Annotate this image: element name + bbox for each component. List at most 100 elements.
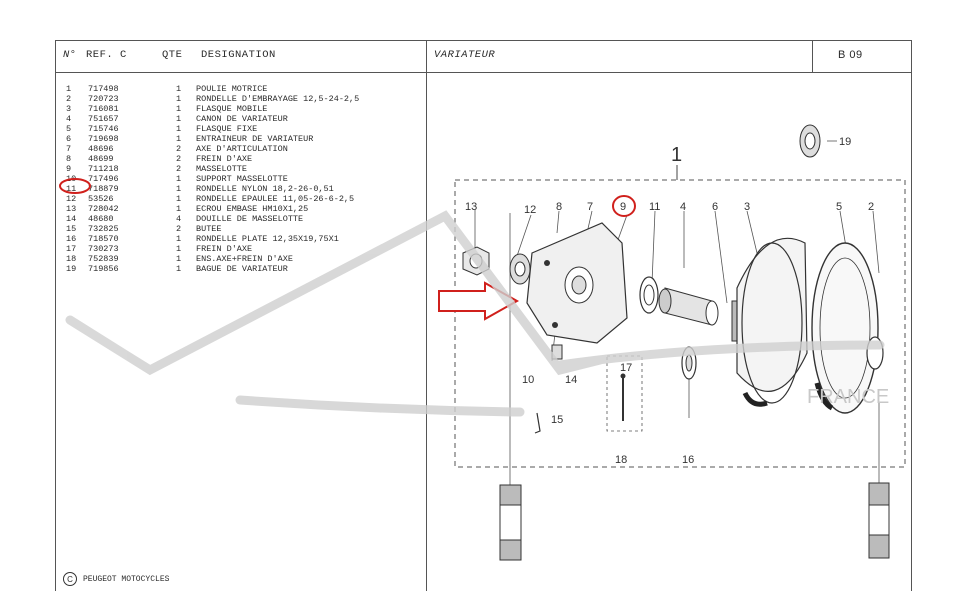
part-no: 18	[66, 254, 77, 264]
part-row: 8 48699 2 FREIN D'AXE	[66, 154, 421, 164]
callout-14: 14	[565, 374, 577, 386]
part-designation: FLASQUE FIXE	[196, 124, 258, 134]
page-code: B 09	[838, 49, 863, 61]
part-qte: 2	[176, 154, 182, 164]
part-designation: ECROU EMBASE HM10X1,25	[196, 204, 309, 214]
part-ref: 48699	[88, 154, 114, 164]
part-no: 8	[66, 154, 72, 164]
part-qte: 1	[176, 194, 182, 204]
part-4-canon	[658, 287, 719, 326]
part-designation: BAGUE DE VARIATEUR	[196, 264, 288, 274]
part-qte: 2	[176, 164, 182, 174]
part-qte: 4	[176, 214, 182, 224]
part-ref: 718570	[88, 234, 119, 244]
part-qte: 1	[176, 234, 182, 244]
part-qte: 1	[176, 124, 182, 134]
part-qte: 2	[176, 144, 182, 154]
callout-13: 13	[465, 201, 477, 213]
callout-19: 19	[839, 136, 851, 148]
header-number: N°	[63, 49, 77, 61]
part-ref: 717498	[88, 84, 119, 94]
callout-5: 5	[836, 201, 842, 213]
part-ref: 719856	[88, 264, 119, 274]
part-row: 16 718570 1 RONDELLE PLATE 12,35X19,75X1	[66, 234, 421, 244]
part-qte: 2	[176, 224, 182, 234]
part-no: 13	[66, 204, 77, 214]
part-ref: 48680	[88, 214, 114, 224]
callout-12: 12	[524, 204, 536, 216]
part-18-axle-set	[606, 355, 643, 432]
part-no: 15	[66, 224, 77, 234]
part-qte: 1	[176, 174, 182, 184]
part-designation: ENS.AXE+FREIN D'AXE	[196, 254, 293, 264]
part-qte: 1	[176, 134, 182, 144]
part-designation: POULIE MOTRICE	[196, 84, 268, 94]
part-designation: FREIN D'AXE	[196, 154, 253, 164]
part-qte: 1	[176, 264, 182, 274]
part-designation: FREIN D'AXE	[196, 244, 253, 254]
part-ref: 48696	[88, 144, 114, 154]
header-quantity: QTE	[162, 49, 183, 61]
code-divider	[812, 40, 813, 73]
callout-17: 17	[620, 362, 632, 374]
part-ref: 711218	[88, 164, 119, 174]
part-ref: 717496	[88, 174, 119, 184]
callout-2: 2	[868, 201, 874, 213]
part-qte: 1	[176, 244, 182, 254]
part-no: 3	[66, 104, 72, 114]
part-designation: DOUILLE DE MASSELOTTE	[196, 214, 304, 224]
part-11-washer	[639, 276, 659, 314]
callout-3: 3	[744, 201, 750, 213]
copyright: C PEUGEOT MOTOCYCLES	[63, 572, 169, 586]
part-no: 2	[66, 94, 72, 104]
part-no: 12	[66, 194, 77, 204]
callout-11: 11	[649, 201, 660, 213]
part-ref: 716081	[88, 104, 119, 114]
part-15-stop	[534, 412, 541, 434]
part-ref: 719698	[88, 134, 119, 144]
callout-16: 16	[682, 454, 694, 466]
copyright-icon: C	[63, 572, 77, 586]
part-no: 11	[66, 184, 77, 194]
part-ref: 718879	[88, 184, 119, 194]
part-no: 19	[66, 264, 77, 274]
part-qte: 1	[176, 254, 182, 264]
section-block-right	[868, 482, 890, 559]
callout-10: 10	[522, 374, 534, 386]
part-designation: RONDELLE PLATE 12,35X19,75X1	[196, 234, 339, 244]
part-ref: 752839	[88, 254, 119, 264]
part-no: 10	[66, 174, 77, 184]
part-19-ring	[799, 124, 821, 158]
part-ref: 730273	[88, 244, 119, 254]
callout-9: 9	[620, 201, 626, 213]
part-no: 5	[66, 124, 72, 134]
part-ref: 720723	[88, 94, 119, 104]
highlight-circle-9	[612, 195, 636, 217]
part-14-bushing	[551, 344, 563, 360]
assembly-label: 1	[671, 144, 682, 166]
part-qte: 1	[176, 184, 182, 194]
part-row: 17 730273 1 FREIN D'AXE	[66, 244, 421, 254]
part-designation: CANON DE VARIATEUR	[196, 114, 288, 124]
part-16-washer	[681, 346, 697, 380]
part-row: 19 719856 1 BAGUE DE VARIATEUR	[66, 264, 421, 274]
part-qte: 1	[176, 84, 182, 94]
part-10-support	[526, 222, 628, 344]
part-no: 16	[66, 234, 77, 244]
part-13-nut	[462, 246, 490, 276]
part-qte: 1	[176, 94, 182, 104]
part-no: 17	[66, 244, 77, 254]
part-designation: MASSELOTTE	[196, 164, 248, 174]
part-designation: ENTRAINEUR DE VARIATEUR	[196, 134, 314, 144]
exploded-diagram: 1	[438, 124, 906, 561]
